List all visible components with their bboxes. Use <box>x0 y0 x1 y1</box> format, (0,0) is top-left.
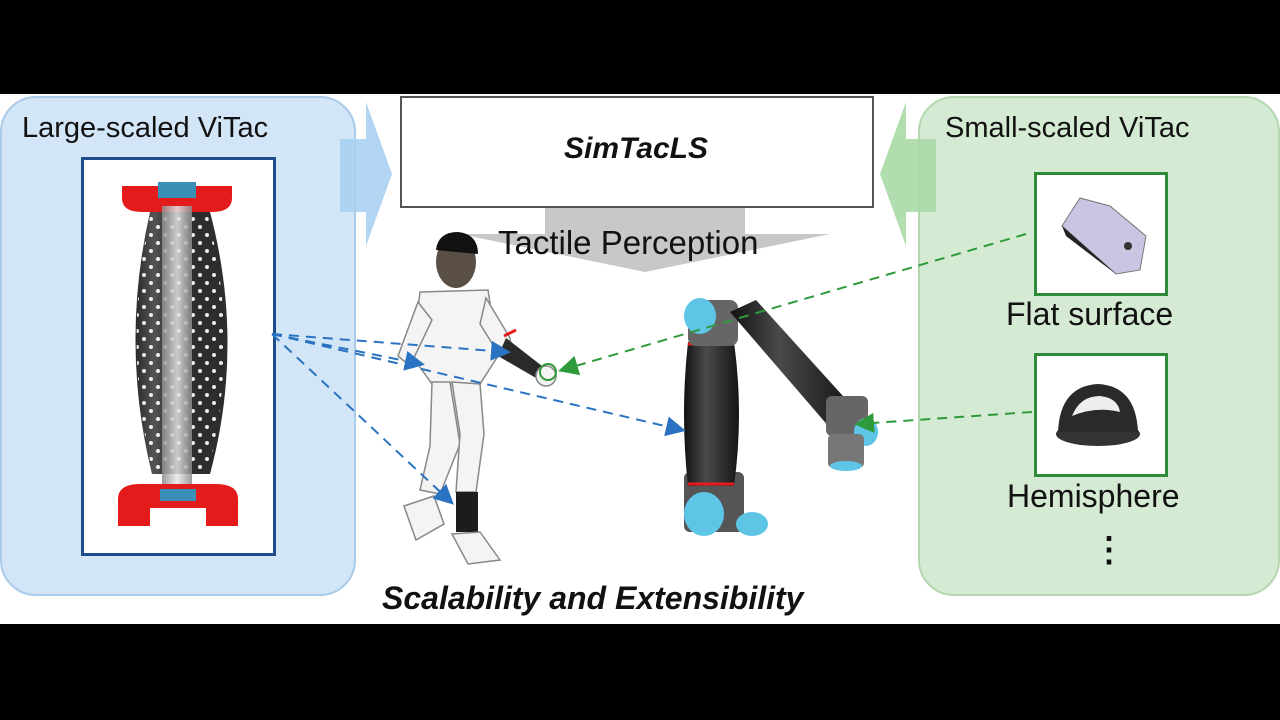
sensor-top-cap <box>122 186 232 212</box>
humanoid-right-foot <box>450 531 502 565</box>
right-flow-arrow <box>880 102 936 246</box>
arm-wrist <box>828 434 864 468</box>
left-flow-arrow <box>340 102 392 246</box>
flat-sensor-pad <box>1062 226 1116 274</box>
arm-base-joint-cap <box>684 492 724 536</box>
humanoid-left-foot <box>403 495 445 542</box>
large-scaled-title: Large-scaled ViTac <box>22 112 269 144</box>
connector-to-arm <box>271 333 511 361</box>
connector-flat-to-hand <box>558 233 1027 376</box>
flat-sensor-hole <box>1124 242 1132 250</box>
sensor-shaft <box>162 206 192 484</box>
robotic-arm-image <box>684 298 878 536</box>
flat-sensor-body <box>1061 197 1147 275</box>
humanoid-robot-image <box>397 232 557 565</box>
hemisphere-window <box>1072 396 1120 416</box>
scalability-caption: Scalability and Extensibility <box>382 580 804 616</box>
arm-wrist-cap <box>830 461 862 471</box>
arm-shoulder-cap <box>684 298 716 334</box>
large-vitac-sensor-image <box>118 182 238 526</box>
blue-dashed-connectors <box>271 333 686 505</box>
hand-contact-marker <box>539 363 557 381</box>
humanoid-right-hand <box>535 365 557 387</box>
sensor-bottom-cap <box>118 484 238 526</box>
arm-lower-link <box>684 342 739 486</box>
small-scaled-title: Small-scaled ViTac <box>945 112 1190 144</box>
hemisphere-label: Hemisphere <box>1007 478 1180 514</box>
tactile-perception-label: Tactile Perception <box>498 224 759 261</box>
sensor-bottom-chip <box>160 489 196 501</box>
humanoid-red-band <box>503 328 517 338</box>
arm-base-joint-cap-2 <box>736 512 768 536</box>
connector-to-shin <box>271 333 454 505</box>
illustrations <box>118 182 1147 565</box>
flat-surface-sensor-image <box>1061 197 1147 275</box>
diagram-canvas: SimTacLS Tactile Perception Large-scaled… <box>0 94 1280 624</box>
simtacls-title: SimTacLS <box>564 132 708 165</box>
sensor-top-chip <box>158 182 196 198</box>
connector-hemi-to-arm <box>854 411 1033 433</box>
down-flow-arrow <box>460 206 830 272</box>
humanoid-right-forearm <box>498 338 542 378</box>
connector-to-robot-arm <box>271 333 686 437</box>
simtacls-box <box>400 96 874 208</box>
flat-surface-label: Flat surface <box>1006 296 1174 332</box>
flow-arrows <box>340 102 936 272</box>
arm-upper-link <box>730 300 852 428</box>
hemisphere-sensor-image <box>1056 384 1140 446</box>
humanoid-helmet <box>436 232 478 254</box>
green-dashed-connectors <box>558 233 1033 433</box>
more-items-ellipsis: ⋮ <box>1092 531 1126 569</box>
humanoid-shin-sensor <box>456 492 478 532</box>
